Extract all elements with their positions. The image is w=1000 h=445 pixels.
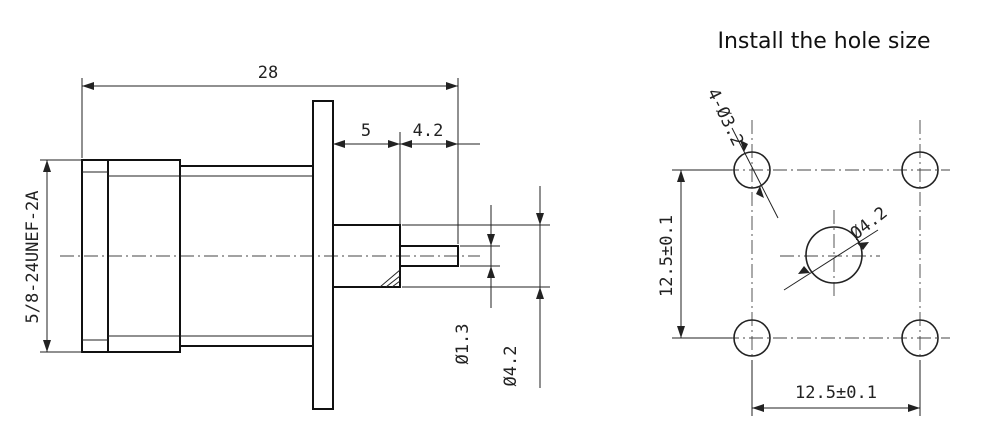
pin-diameter-label: Ø1.3: [453, 324, 473, 365]
hole-size-title: Install the hole size: [717, 29, 930, 54]
pin-diameter-dimension: Ø1.3: [453, 205, 500, 364]
pin-length-dimensions: 5 4.2: [333, 121, 480, 224]
connector-side-view: 5/8-24UNEF-2A 28 5 4.2: [23, 63, 550, 410]
center-hole-leader: Ø4.2: [783, 203, 892, 291]
thread-spec-label: 5/8-24UNEF-2A: [23, 190, 43, 323]
horizontal-spacing-label: 12.5±0.1: [795, 383, 877, 403]
pin-length-label: 4.2: [413, 121, 444, 141]
mount-hole-top-left: [733, 151, 771, 189]
mounting-flange: [312, 100, 334, 410]
hole-pattern-view: 4-Ø3.2 Ø4.2 12.5±0.1 12.5±0.1: [657, 85, 950, 416]
mount-hole-bottom-right: [901, 319, 939, 357]
center-pin: [399, 245, 459, 267]
vertical-spacing-dimension: 12.5±0.1: [657, 169, 732, 339]
mount-hole-leader: 4-Ø3.2: [703, 85, 779, 219]
step-length-label: 5: [361, 121, 371, 141]
body-diameter-dimension: Ø4.2: [402, 186, 550, 388]
center-hole-label: Ø4.2: [847, 203, 892, 244]
thread-dimension: 5/8-24UNEF-2A: [23, 159, 82, 353]
center-hole: [805, 226, 863, 284]
mount-hole-bottom-left: [733, 319, 771, 357]
mount-hole-label: 4-Ø3.2: [703, 85, 748, 149]
mount-hole-top-right: [901, 151, 939, 189]
overall-length-dimension: 28: [81, 63, 459, 244]
horizontal-spacing-dimension: 12.5±0.1: [751, 360, 921, 416]
body-diameter-label: Ø4.2: [501, 346, 521, 387]
vertical-spacing-label: 12.5±0.1: [657, 215, 677, 297]
overall-length-label: 28: [258, 63, 278, 83]
